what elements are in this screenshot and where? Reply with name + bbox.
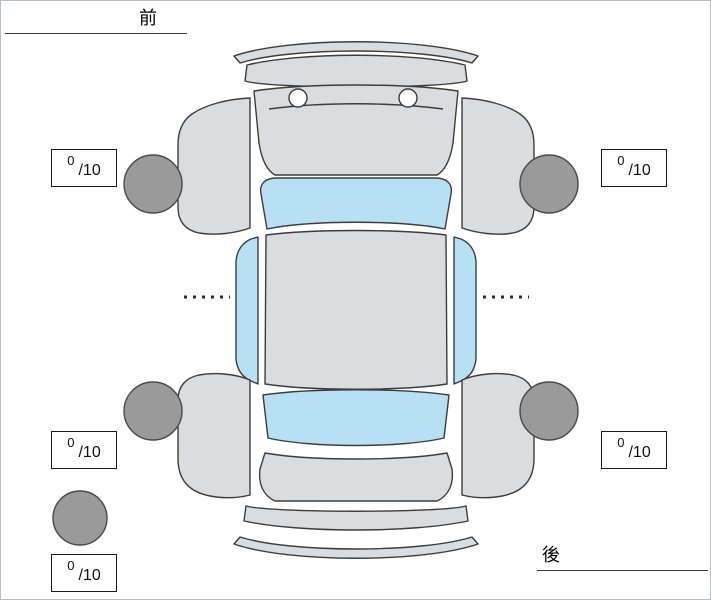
- car-trunk: [258, 452, 454, 502]
- tire-score-value: 0: [617, 434, 625, 450]
- tire-rear-right-icon: [519, 381, 579, 441]
- tire-score-denominator: /10: [78, 444, 101, 461]
- rear-underline: [537, 570, 708, 571]
- tire-score-spare: 0 /10: [51, 554, 117, 592]
- rear-window-glass: [262, 389, 450, 447]
- tire-rear-left-icon: [123, 381, 183, 441]
- tire-score-denominator: /10: [78, 162, 101, 179]
- car-rear-bumper: [243, 505, 469, 531]
- tire-score-front-left: 0 /10: [51, 149, 117, 187]
- windshield-glass: [259, 177, 453, 230]
- tire-score-denominator: /10: [628, 444, 651, 461]
- hood-washer-right-icon: [398, 88, 418, 108]
- tire-score-rear-left: 0 /10: [51, 431, 117, 469]
- hood-washer-left-icon: [288, 88, 308, 108]
- rear-label: 後: [542, 545, 560, 565]
- tire-score-front-right: 0 /10: [601, 149, 667, 187]
- car-rear-spoiler: [233, 536, 479, 559]
- tire-score-value: 0: [67, 434, 75, 450]
- car-front-spoiler: [233, 41, 479, 64]
- tire-score-value: 0: [67, 152, 75, 168]
- tire-front-right-icon: [519, 154, 579, 214]
- side-window-left-glass: [235, 236, 259, 385]
- tire-score-denominator: /10: [628, 162, 651, 179]
- car-hood-seam: [268, 103, 444, 110]
- front-label: 前: [139, 8, 157, 28]
- car-roof: [264, 229, 448, 390]
- car-rear-fender-right: [461, 372, 535, 499]
- tire-score-value: 0: [67, 557, 75, 573]
- spare-tire-icon: [52, 490, 108, 546]
- side-window-right-glass: [453, 236, 477, 385]
- car-front-bumper: [244, 54, 468, 88]
- car-rear-fender-left: [177, 372, 251, 499]
- car-hood: [253, 84, 459, 176]
- tire-score-denominator: /10: [78, 567, 101, 584]
- car-front-fender-right: [461, 97, 535, 235]
- tire-score-rear-right: 0 /10: [601, 431, 667, 469]
- tire-score-value: 0: [617, 152, 625, 168]
- front-underline: [5, 33, 187, 34]
- tire-front-left-icon: [123, 154, 183, 214]
- car-front-fender-left: [177, 97, 251, 235]
